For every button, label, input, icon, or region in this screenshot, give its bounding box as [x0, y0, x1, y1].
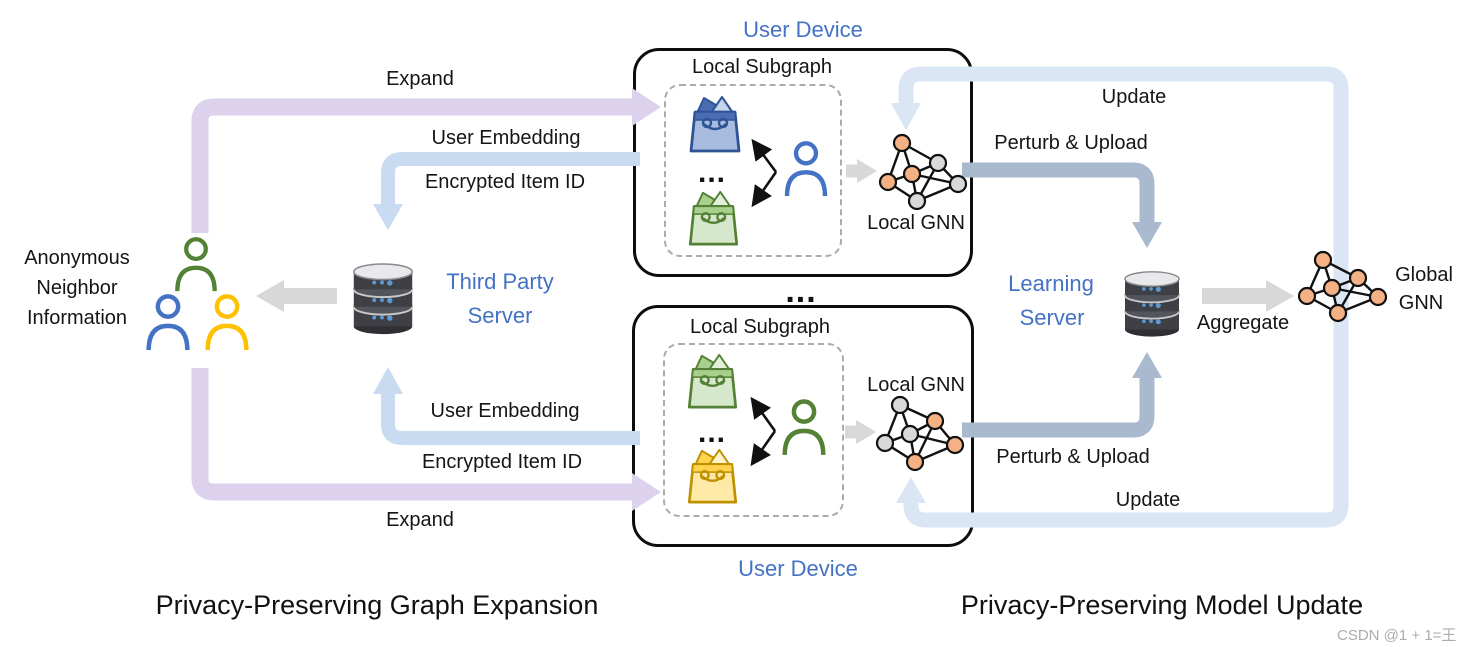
perturb-upload-arrow-top — [962, 162, 1162, 248]
global-gnn-label-line1: Global — [1395, 264, 1453, 286]
person-blue-icon — [146, 294, 190, 351]
local-gnn-label-bottom: Local GNN — [867, 374, 965, 396]
subgraph-ellipsis-top: ... — [697, 156, 727, 189]
perturb-upload-label-top: Perturb & Upload — [994, 132, 1148, 154]
csdn-watermark: CSDN @1 + 1=王 — [1337, 627, 1457, 644]
local-subgraph-label-bottom: Local Subgraph — [689, 316, 831, 338]
user-embedding-arrow-bottom — [373, 367, 640, 445]
third-party-server-label-line1: Third Party — [446, 269, 554, 294]
server-to-neighbors-arrow — [256, 280, 337, 312]
local-subgraph-label-top: Local Subgraph — [691, 56, 833, 78]
subgraph-to-gnn-arrow-bottom — [845, 420, 876, 444]
user-person-blue-icon — [784, 141, 828, 197]
expand-label-bottom: Expand — [386, 509, 454, 531]
user-embedding-label-bottom: User Embedding — [430, 400, 580, 422]
local-gnn-graph-bottom — [875, 395, 965, 472]
local-subgraph-box-top — [664, 84, 842, 257]
expand-label-top: Expand — [386, 68, 454, 90]
learning-server-label-line2: Server — [1019, 305, 1085, 330]
update-arrow-top — [891, 66, 1349, 288]
encrypted-item-id-label-top: Encrypted Item ID — [424, 171, 586, 193]
update-arrow-bottom — [896, 288, 1349, 528]
anonymous-neighbor-label: Anonymous Neighbor Information — [24, 247, 130, 329]
update-label-bottom: Update — [1115, 489, 1181, 511]
devices-ellipsis: ... — [785, 272, 817, 310]
user-device-title-top: User Device — [743, 17, 863, 42]
person-yellow-icon — [205, 294, 249, 351]
local-gnn-graph-top — [878, 133, 968, 211]
shopping-bag-green-icon-top — [688, 190, 739, 246]
subgraph-ellipsis-bottom: ... — [697, 416, 727, 449]
update-label-top: Update — [1101, 86, 1167, 108]
learning-server-icon — [1124, 271, 1180, 337]
local-gnn-label-top: Local GNN — [867, 212, 965, 234]
third-party-server-icon — [352, 263, 414, 335]
expand-arrow-bottom — [191, 368, 661, 511]
user-embedding-label-top: User Embedding — [431, 127, 581, 149]
global-gnn-graph — [1297, 250, 1388, 323]
perturb-upload-arrow-bottom — [962, 352, 1162, 438]
caption-graph-expansion: Privacy-Preserving Graph Expansion — [155, 590, 599, 620]
expand-arrow-top — [191, 88, 661, 233]
local-subgraph-box-bottom — [663, 343, 844, 517]
shopping-bag-yellow-icon — [687, 448, 738, 504]
person-green-icon — [175, 237, 217, 292]
encrypted-item-id-label-bottom: Encrypted Item ID — [421, 451, 583, 473]
user-item-edges-top — [751, 138, 778, 208]
aggregate-arrow — [1202, 280, 1294, 312]
subgraph-to-gnn-arrow-top — [846, 159, 877, 183]
third-party-server-label-line2: Server — [467, 303, 533, 328]
caption-model-update: Privacy-Preserving Model Update — [960, 590, 1364, 620]
learning-server-label-line1: Learning — [1008, 271, 1094, 296]
user-embedding-arrow-top — [373, 152, 640, 230]
shopping-bag-blue-icon — [689, 96, 741, 153]
user-person-green-icon — [782, 399, 826, 455]
shopping-bag-green-icon-bottom — [687, 353, 738, 409]
aggregate-label: Aggregate — [1196, 312, 1290, 334]
user-item-edges-bottom — [750, 396, 777, 467]
user-device-title-bottom: User Device — [738, 556, 858, 581]
perturb-upload-label-bottom: Perturb & Upload — [996, 446, 1150, 468]
global-gnn-label-line2: GNN — [1398, 292, 1444, 314]
